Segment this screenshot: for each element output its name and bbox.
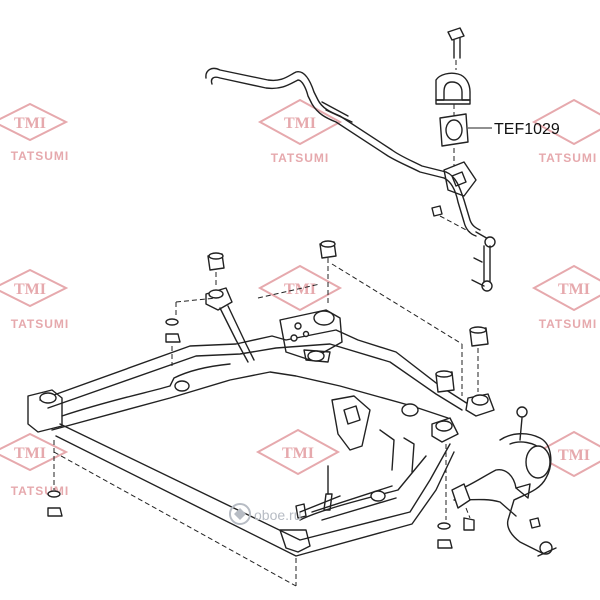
corner-brand-text: oboe.ru: [254, 507, 301, 523]
fasteners-left: [47, 318, 453, 549]
stabilizer-bar: [205, 67, 481, 237]
top-mounts: [205, 240, 495, 443]
assembly-guides: [53, 263, 463, 587]
watermark-logo: TMI: [0, 432, 69, 472]
oboe-logo-icon: [229, 503, 251, 525]
bushing-clamp: [443, 161, 477, 197]
watermark-logo: TMI: [255, 428, 341, 476]
stabilizer-bracket: [435, 27, 471, 105]
stabilizer-bushing: [439, 104, 469, 166]
watermark-brand: TATSUMI: [271, 151, 330, 165]
watermark-brand: TATSUMI: [539, 151, 598, 165]
svg-text:TMI: TMI: [14, 115, 46, 132]
watermark-logo: [531, 98, 600, 146]
svg-text:TMI: TMI: [284, 281, 316, 298]
watermark-logo: TMI: [531, 430, 600, 478]
svg-text:TMI: TMI: [282, 445, 314, 462]
watermark-brand: TATSUMI: [539, 317, 598, 331]
svg-text:TMI: TMI: [284, 115, 316, 132]
watermark-logo: TMI: [257, 98, 343, 146]
stabilizer-link: [431, 205, 496, 292]
svg-text:TMI: TMI: [558, 281, 590, 298]
subframe: [27, 309, 469, 557]
watermark-logo: TMI: [531, 264, 600, 312]
watermark-logo: TMI: [257, 264, 343, 312]
svg-text:TMI: TMI: [14, 281, 46, 298]
svg-text:TMI: TMI: [14, 445, 46, 462]
part-number-label: TEF1029: [494, 121, 560, 138]
part-callout: TEF1029: [468, 121, 560, 138]
knuckle-assembly: [451, 406, 557, 557]
watermark-logo: TMI: [0, 268, 69, 308]
watermark-logo: TMI: [0, 102, 69, 142]
svg-text:TMI: TMI: [558, 447, 590, 464]
watermark-layer: TMI TATSUMI TMI TATSUMI TMI TATSUMI TMI …: [0, 98, 600, 498]
mounting-bolt: [323, 465, 333, 511]
watermark-brand: TATSUMI: [11, 317, 70, 331]
watermark-brand: TATSUMI: [11, 484, 70, 498]
watermark-brand: TATSUMI: [11, 149, 70, 163]
